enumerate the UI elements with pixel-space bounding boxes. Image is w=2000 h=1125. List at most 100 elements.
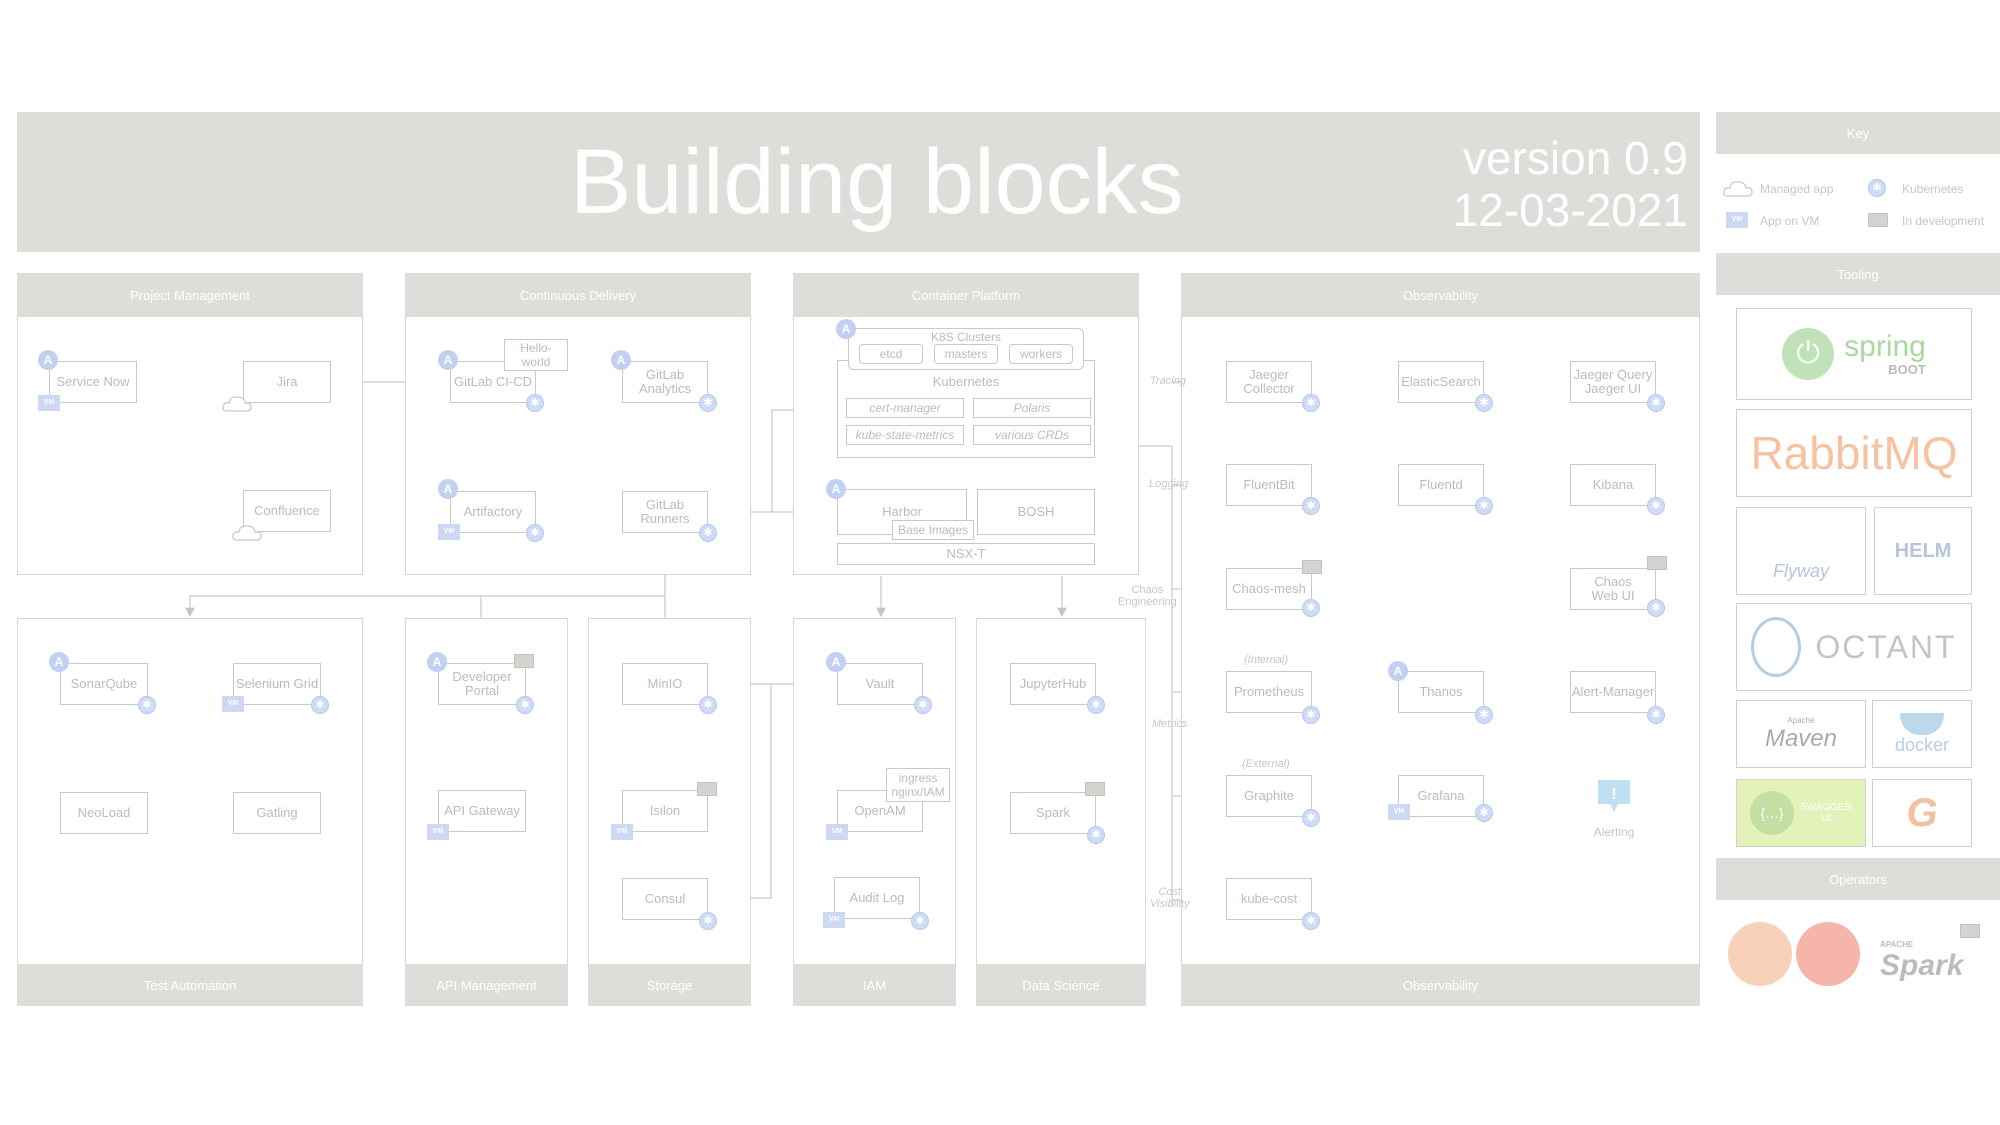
node-ingress-nginx[interactable]: ingress nginx/IAM (886, 768, 950, 802)
node-chaos-web-ui[interactable]: Chaos Web UI (1570, 568, 1656, 610)
node-kibana[interactable]: Kibana (1570, 464, 1656, 506)
node-masters[interactable]: masters (934, 344, 998, 364)
swagger-braces-icon: {…} (1750, 791, 1795, 835)
helm-tile: HELM (1874, 507, 1972, 595)
grafana-vm-icon: VM (1388, 804, 1410, 820)
node-artifactory[interactable]: Artifactory (450, 491, 536, 533)
audit-log-vm-icon: VM (823, 912, 845, 928)
docker-whale-icon (1900, 712, 1944, 735)
panel-title-observability: Observability (1181, 273, 1700, 317)
node-audit-log[interactable]: Audit Log (834, 877, 920, 919)
node-selenium-grid[interactable]: Selenium Grid (233, 663, 321, 705)
node-api-gateway[interactable]: API Gateway (438, 790, 526, 832)
node-sonarqube[interactable]: SonarQube (60, 663, 148, 705)
node-neoload[interactable]: NeoLoad (60, 792, 148, 834)
chaos-mesh-dev-icon (1302, 560, 1322, 574)
grafana-k8s-icon: ✱ (1475, 804, 1493, 822)
panel-title-container-platform: Container Platform (793, 273, 1139, 317)
node-polaris[interactable]: Polaris (973, 398, 1091, 418)
panel-title-api-management: API Management (405, 964, 568, 1006)
node-jira[interactable]: Jira (243, 361, 331, 403)
octant-logo-icon (1751, 617, 1802, 677)
node-jaeger-collector[interactable]: Jaeger Collector (1226, 361, 1312, 403)
sonarqube-k8s-icon: ✱ (138, 696, 156, 714)
selenium-grid-k8s-icon: ✱ (311, 696, 329, 714)
node-minio[interactable]: MinIO (622, 663, 708, 705)
node-confluence[interactable]: Confluence (243, 490, 331, 532)
node-fluentbit[interactable]: FluentBit (1226, 464, 1312, 506)
selenium-grid-vm-icon: VM (222, 696, 244, 712)
gitlab-cicd-k8s-icon: ✱ (526, 394, 544, 412)
node-grafana[interactable]: Grafana (1398, 775, 1484, 817)
node-etcd[interactable]: etcd (859, 344, 923, 364)
edge-label-internal: (Internal) (1244, 654, 1289, 666)
node-graphite[interactable]: Graphite (1226, 775, 1312, 817)
node-kube-cost[interactable]: kube-cost (1226, 878, 1312, 920)
node-chaos-mesh[interactable]: Chaos-mesh (1226, 568, 1312, 610)
artifactory-k8s-icon: ✱ (526, 524, 544, 542)
fluentd-k8s-icon: ✱ (1475, 497, 1493, 515)
panel-footer-observability: Observability (1181, 964, 1700, 1006)
node-gitlab-analytics[interactable]: GitLab Analytics (622, 361, 708, 403)
node-jupyterhub[interactable]: JupyterHub (1010, 663, 1096, 705)
node-gatling[interactable]: Gatling (233, 792, 321, 834)
openam-vm-icon: VM (826, 824, 848, 840)
node-servicenow[interactable]: Service Now (49, 361, 137, 403)
node-kube-state-metrics[interactable]: kube-state-metrics (846, 425, 964, 445)
node-developer-portal[interactable]: Developer Portal (438, 663, 526, 705)
jaeger-query-k8s-icon: ✱ (1647, 394, 1665, 412)
version-label: version 0.9 (1462, 132, 1688, 184)
spark-operator-dev-icon (1960, 924, 1980, 938)
confluence-cloud-icon (232, 525, 262, 541)
fluentbit-k8s-icon: ✱ (1302, 497, 1320, 515)
alerting-warning-icon: ! (1598, 780, 1630, 812)
alert-manager-k8s-icon: ✱ (1647, 706, 1665, 724)
key-kubernetes-icon: ✱ (1868, 179, 1886, 197)
key-in-development-icon (1868, 213, 1888, 227)
node-various-crds[interactable]: various CRDs (973, 425, 1091, 445)
docker-tile: docker (1872, 700, 1972, 768)
octant-tile: OCTANT (1736, 603, 1972, 691)
node-bosh[interactable]: BOSH (977, 489, 1095, 535)
kibana-k8s-icon: ✱ (1647, 497, 1665, 515)
node-gitlab-runners[interactable]: GitLab Runners (622, 491, 708, 533)
node-workers[interactable]: workers (1009, 344, 1073, 364)
developer-portal-managed-badge: A (427, 652, 447, 672)
maven-tile: Apache Maven (1736, 700, 1866, 768)
header-banner (17, 112, 1700, 252)
edge-label-logging: Logging (1149, 478, 1189, 490)
octant-label: OCTANT (1815, 628, 1957, 665)
node-spark[interactable]: Spark (1010, 792, 1096, 834)
vault-managed-badge: A (826, 652, 846, 672)
node-cert-manager[interactable]: cert-manager (846, 398, 964, 418)
node-vault[interactable]: Vault (837, 663, 923, 705)
chaos-web-ui-dev-icon (1647, 556, 1667, 570)
node-thanos[interactable]: Thanos (1398, 671, 1484, 713)
node-consul[interactable]: Consul (622, 878, 708, 920)
key-managed-app: Managed app (1760, 182, 1834, 196)
rabbitmq-operator-icon (1728, 922, 1792, 986)
k8s-clusters-managed-badge: A (836, 319, 856, 339)
node-jaeger-query[interactable]: Jaeger Query Jaeger UI (1570, 361, 1656, 403)
vault-k8s-icon: ✱ (914, 696, 932, 714)
audit-log-k8s-icon: ✱ (911, 912, 929, 930)
node-base-images[interactable]: Base Images (892, 520, 974, 540)
kube-cost-k8s-icon: ✱ (1302, 912, 1320, 930)
api-gateway-vm-icon: VM (427, 824, 449, 840)
developer-portal-dev-icon (514, 654, 534, 668)
node-nsxt[interactable]: NSX-T (837, 543, 1095, 565)
node-prometheus[interactable]: Prometheus (1226, 671, 1312, 713)
node-alert-manager[interactable]: Alert-Manager (1570, 671, 1656, 713)
node-elasticsearch[interactable]: ElasticSearch (1398, 361, 1484, 403)
gitlab-runners-k8s-icon: ✱ (699, 524, 717, 542)
prometheus-k8s-icon: ✱ (1302, 706, 1320, 724)
artifactory-vm-icon: VM (438, 524, 460, 540)
flyway-tile: Flyway (1736, 507, 1866, 595)
gitlab-analytics-managed-badge: A (611, 350, 631, 370)
spring-label: spring (1844, 329, 1926, 363)
consul-k8s-icon: ✱ (699, 912, 717, 930)
node-hello-world[interactable]: Hello- world (504, 339, 568, 371)
node-fluentd[interactable]: Fluentd (1398, 464, 1484, 506)
spark-operator-logo: APACHE Spark (1880, 940, 1963, 983)
node-isilon[interactable]: Isilon (622, 790, 708, 832)
